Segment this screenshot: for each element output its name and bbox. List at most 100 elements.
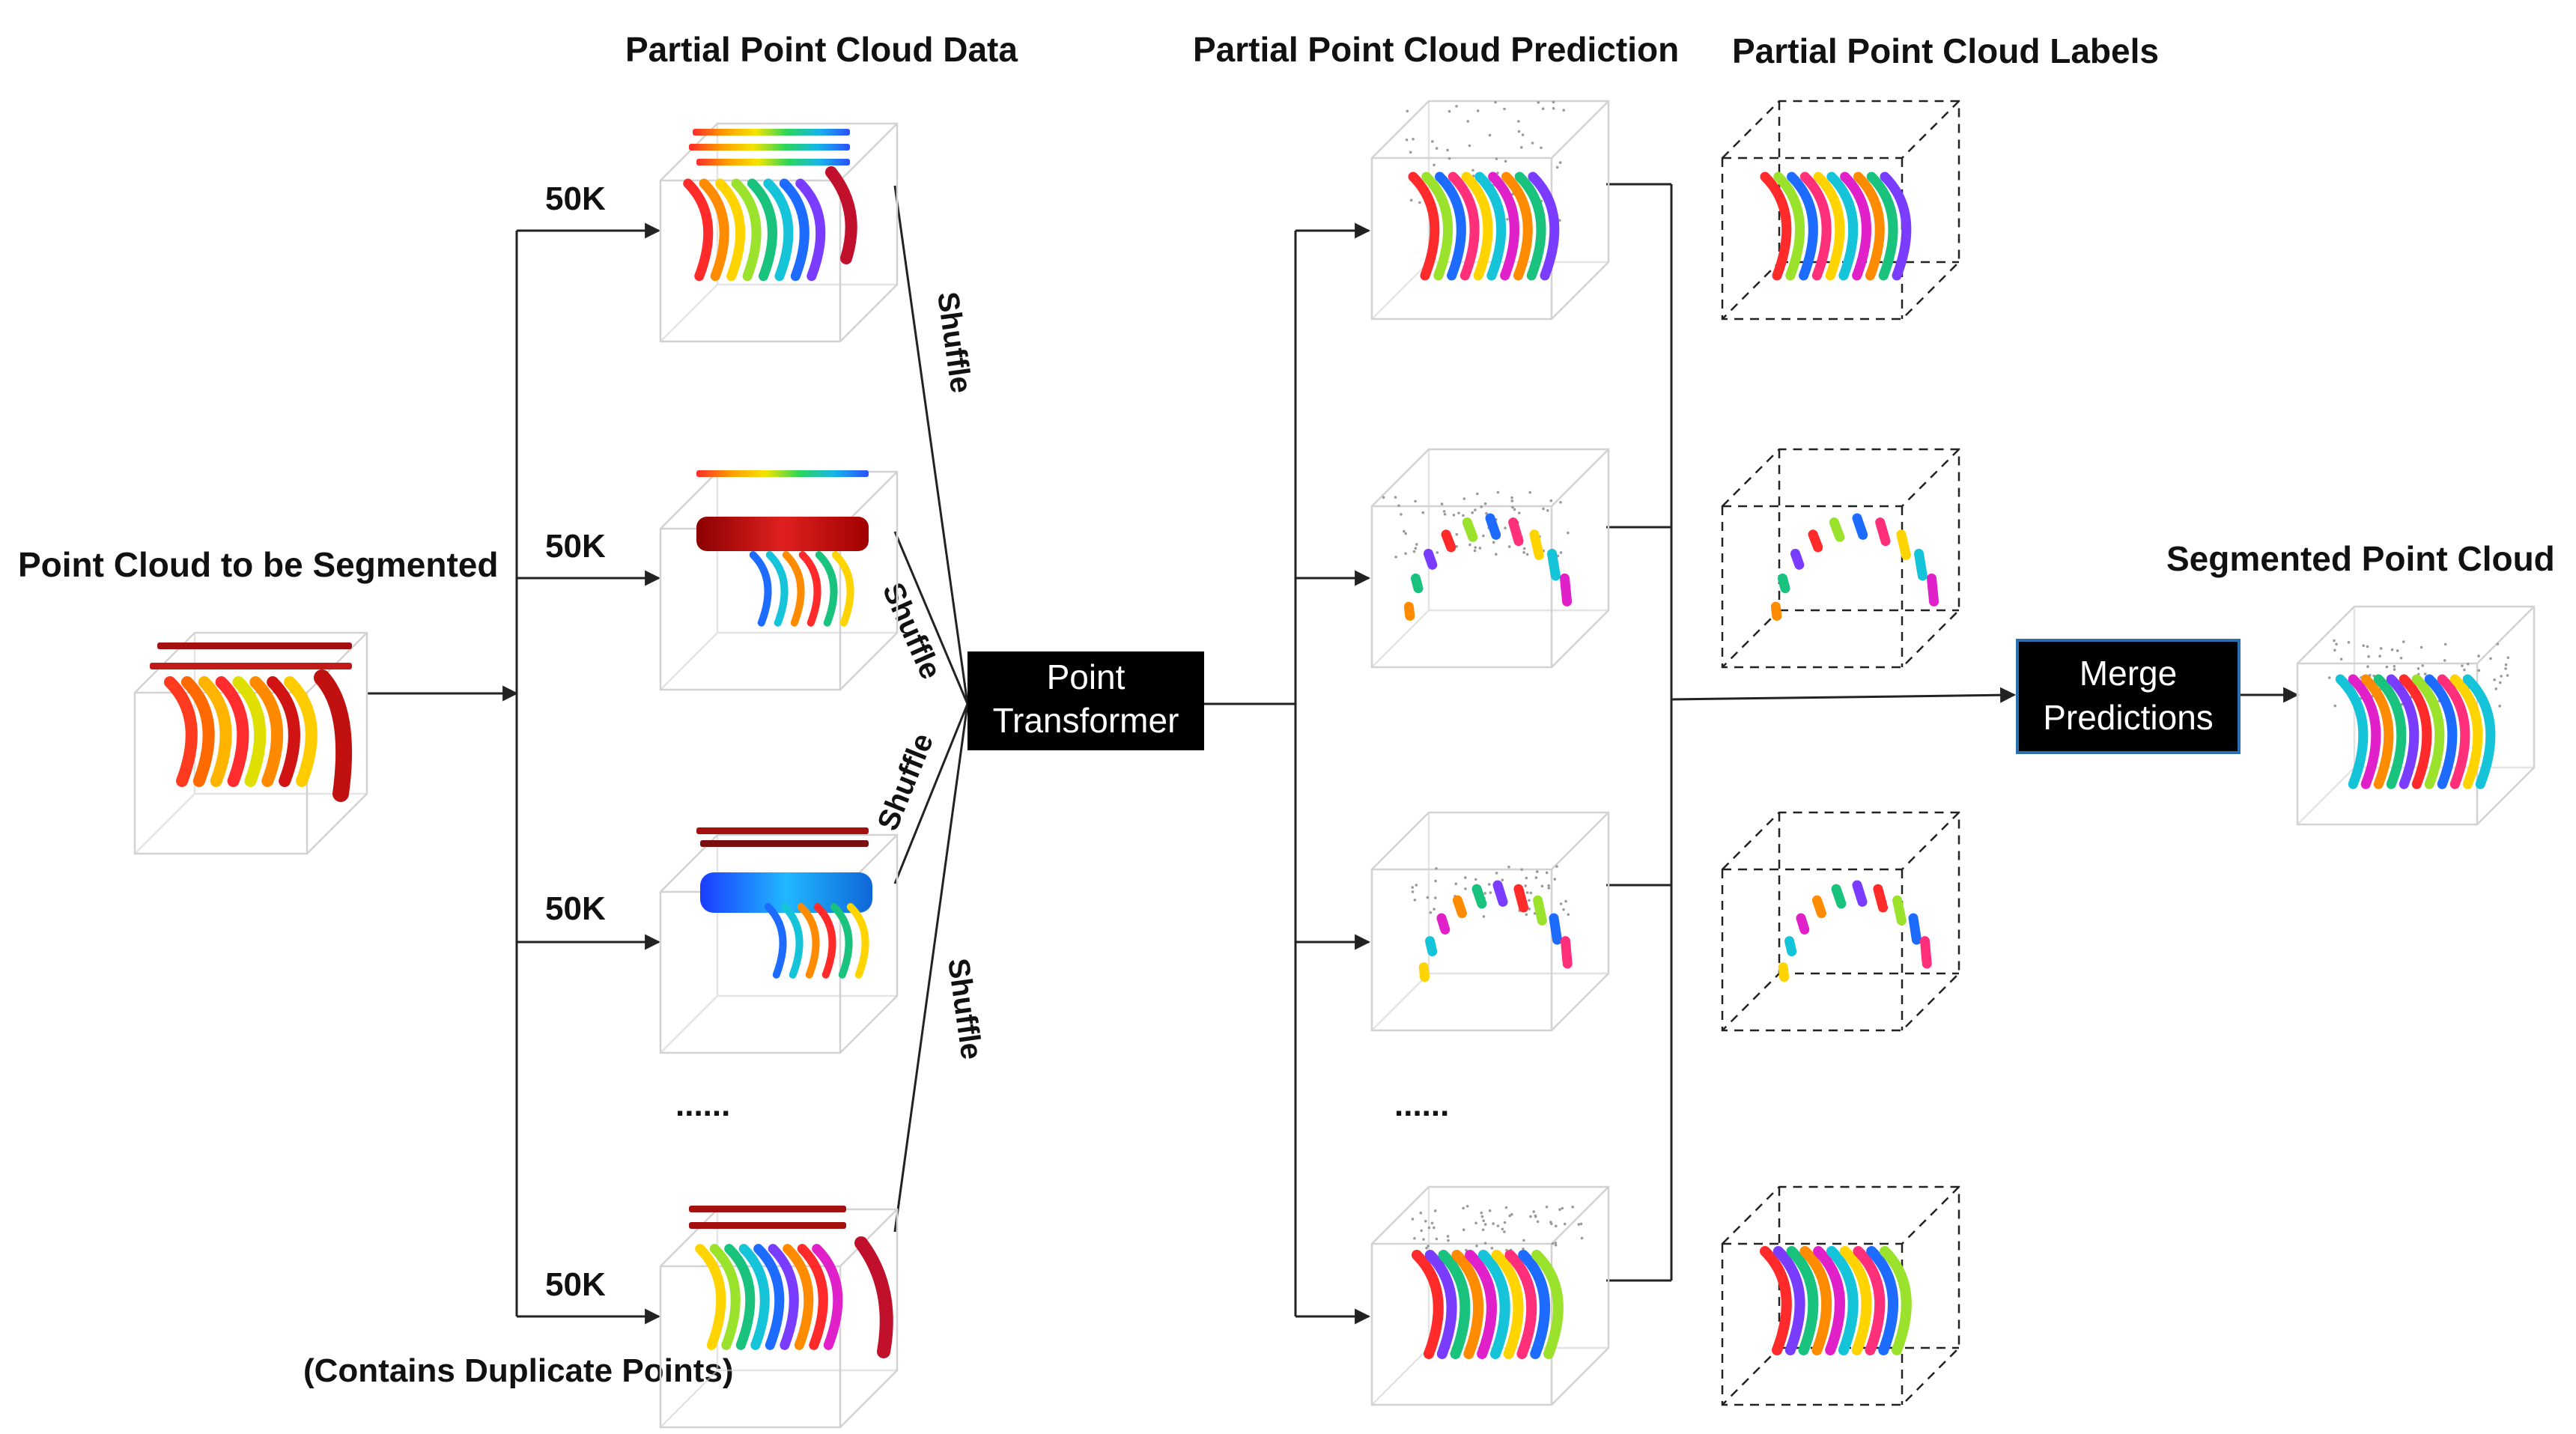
pred4-ribs-rib-6: [1477, 1250, 1510, 1359]
pred2-noise-pt-28: [1480, 505, 1483, 508]
label1-ribs-rib-6: [1826, 171, 1859, 281]
pred2-ribs-seg-6: [1485, 513, 1501, 540]
pred4-noise-pt-48: [1534, 1214, 1537, 1218]
cube-prediction-3-back-edges: [1371, 812, 1609, 1031]
pred2-noise-pt-56: [1414, 499, 1417, 503]
pred4-noise-pt-23: [1579, 1222, 1583, 1226]
pred2-noise-pt-40: [1468, 543, 1471, 547]
pred4-noise-pt-18: [1545, 1205, 1549, 1209]
pred1-noise-pt-11: [1418, 201, 1421, 204]
pred2-noise-pt-33: [1483, 502, 1487, 505]
pred1-noise-pt-52: [1488, 133, 1492, 137]
data4-ribs-rib-8: [797, 1244, 828, 1350]
pred2-ribs-seg-3: [1423, 548, 1438, 570]
cube-data-2: [659, 470, 899, 691]
data4-scapula: [854, 1236, 893, 1358]
pred1-noise-pt-27: [1433, 163, 1436, 167]
pred3-noise-pt-18: [1426, 896, 1430, 899]
pred2-noise-pt-69: [1436, 551, 1439, 554]
label3-ribs-seg-1: [1778, 962, 1790, 982]
data4-ribs-rib-2: [709, 1244, 741, 1350]
label1-ribs-rib-7: [1840, 171, 1871, 281]
pred1-ribs-rib-9: [1514, 171, 1546, 281]
pred1-noise-pt-43: [1562, 109, 1566, 112]
pred3-noise-pt-33: [1415, 884, 1418, 887]
data1-ribs-rib-5: [747, 178, 777, 282]
data2-ribs-rib-6: [831, 551, 854, 627]
pred2-noise-pt-47: [1474, 508, 1477, 511]
pred2-noise-pt-30: [1492, 541, 1495, 544]
data1-slab-1: [693, 129, 850, 136]
output-noise-pt-36: [2366, 665, 2369, 669]
data1-ribs-rib-3: [715, 178, 746, 282]
data3-ribs-rib-1: [764, 903, 787, 979]
pred1-ribs-rib-3: [1435, 171, 1466, 281]
pred4-noise-pt-25: [1413, 1237, 1416, 1240]
pred3-noise-pt-48: [1454, 882, 1458, 886]
pred1-noise-pt-56: [1558, 219, 1561, 222]
pred2-noise-pt-24: [1504, 526, 1507, 529]
pred1-noise-pt-2: [1448, 109, 1451, 113]
output-noise-pt-2: [2333, 639, 2336, 642]
data3-slab-2: [700, 840, 869, 847]
pred2-noise-pt-26: [1510, 499, 1514, 502]
merge-predictions-line-1: Merge: [2080, 654, 2177, 693]
data3-ribs: [764, 903, 869, 979]
pred3-noise-pt-4: [1559, 902, 1563, 905]
pred3-noise-pt-7: [1547, 884, 1550, 887]
output-noise-pt-33: [2489, 657, 2492, 660]
cube-data-2-front-edges: [660, 471, 898, 690]
data1-scapula: [825, 166, 857, 264]
pred1-noise-pt-18: [1541, 107, 1545, 111]
data4-ribs-rib-6: [768, 1244, 799, 1350]
label1-ribs-rib-9: [1866, 171, 1898, 281]
pred3-noise-pt-49: [1483, 892, 1486, 895]
pred1-noise-pt-60: [1409, 198, 1413, 202]
pred2-noise-pt-68: [1414, 547, 1418, 550]
cube-prediction-2-front-edges: [1372, 449, 1609, 667]
cube-prediction-3-outline: [1370, 811, 1610, 1032]
pred3-noise: [1411, 865, 1570, 918]
label3-ribs-seg-6: [1852, 880, 1868, 907]
pred4-ribs-rib-9: [1518, 1250, 1550, 1359]
pred4-ribs: [1412, 1250, 1564, 1359]
pred1-noise-pt-45: [1503, 107, 1506, 111]
output-ribs-rib-4: [2373, 674, 2407, 789]
pred2-noise-pt-62: [1511, 505, 1514, 509]
pred1-noise-pt-38: [1412, 137, 1415, 141]
output-noise-pt-5: [2506, 656, 2510, 660]
pred4-noise-pt-56: [1447, 1239, 1450, 1242]
pred4-noise-pt-8: [1529, 1215, 1532, 1218]
data4-ribs-rib-3: [724, 1244, 756, 1350]
input-scapula: [314, 669, 353, 802]
output-noise-pt-9: [2333, 704, 2337, 708]
label2-ribs-seg-1: [1770, 601, 1782, 621]
pred4-noise-pt-58: [1492, 1222, 1495, 1225]
label2-ribs-seg-9: [1914, 548, 1928, 581]
pred4-noise-pt-11: [1496, 1224, 1500, 1227]
pred4-ribs-rib-5: [1465, 1250, 1497, 1359]
pred4-noise-pt-59: [1561, 1206, 1564, 1210]
label4-ribs: [1760, 1246, 1912, 1355]
pred3-noise-pt-43: [1495, 872, 1498, 875]
output-noise-pt-32: [2379, 647, 2383, 650]
merge-predictions-rect: [2016, 639, 2241, 754]
sample-label-1: 50K: [545, 180, 606, 217]
pred3-ribs-seg-8: [1533, 895, 1547, 926]
label3-ribs-seg-5: [1831, 884, 1847, 909]
pred3-noise-pt-25: [1547, 887, 1551, 890]
pred4-noise-pt-9: [1420, 1229, 1424, 1233]
pred4-noise-pt-24: [1563, 1222, 1567, 1226]
output-noise-pt-68: [2419, 645, 2423, 649]
label4-ribs-rib-2: [1772, 1246, 1805, 1355]
pred2-ribs: [1403, 513, 1573, 621]
pred1-ribs-rib-1: [1408, 171, 1440, 281]
pred3-noise-pt-19: [1535, 870, 1539, 873]
output-noise-pt-16: [2385, 665, 2389, 669]
pred2-noise-pt-12: [1443, 512, 1447, 516]
point-transformer-rect: [967, 651, 1204, 750]
data3-ribs-rib-2: [780, 903, 804, 979]
pred1-noise-pt-37: [1494, 100, 1497, 104]
pred1-ribs-rib-2: [1421, 171, 1453, 281]
pred2-noise-pt-22: [1412, 550, 1416, 553]
